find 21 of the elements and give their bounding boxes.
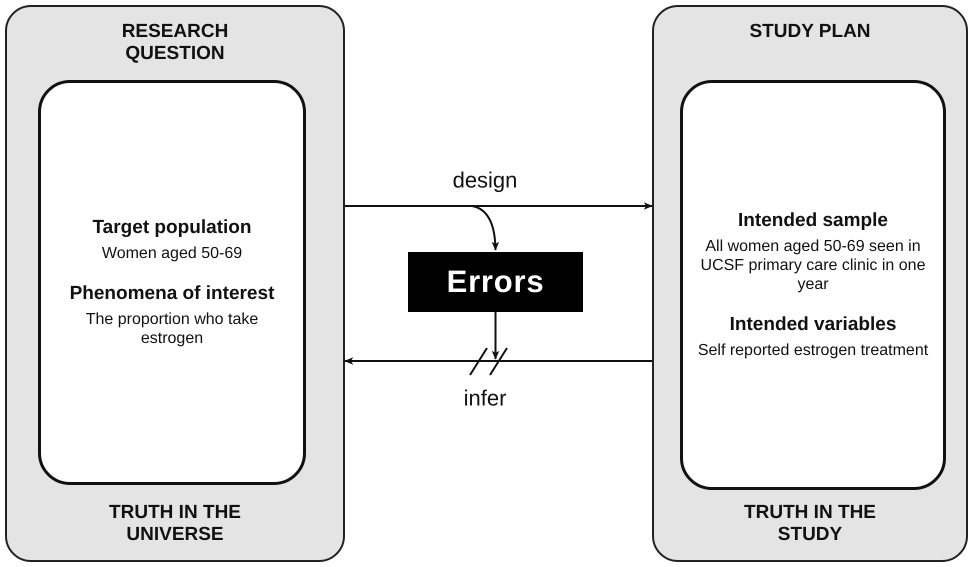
section-heading: Intended sample xyxy=(738,210,888,231)
error-box: Errors xyxy=(408,252,583,312)
content-box xyxy=(38,80,306,485)
arrow xyxy=(472,205,499,251)
section-heading: Target population xyxy=(92,217,252,238)
section-text: The proportion who take estrogen xyxy=(84,310,260,348)
panel xyxy=(652,5,968,562)
section-heading: Phenomena of interest xyxy=(70,283,274,304)
panel-heading: TRUTH IN THE STUDY xyxy=(743,502,877,546)
panel-heading: RESEARCH QUESTION xyxy=(120,21,230,65)
section-text: Self reported estrogen treatment xyxy=(698,341,928,360)
content-box xyxy=(680,80,946,490)
arrow xyxy=(492,312,500,360)
panel xyxy=(5,5,345,562)
section-text: Women aged 50-69 xyxy=(102,244,242,263)
panel-heading: TRUTH IN THE UNIVERSE xyxy=(108,502,242,546)
arrow xyxy=(344,357,652,365)
section-text: All women aged 50-69 seen in UCSF primary care clinic in one year xyxy=(700,237,926,294)
section-heading: Intended variables xyxy=(730,314,896,335)
arrow xyxy=(345,202,653,210)
panel-heading: STUDY PLAN xyxy=(748,21,872,43)
